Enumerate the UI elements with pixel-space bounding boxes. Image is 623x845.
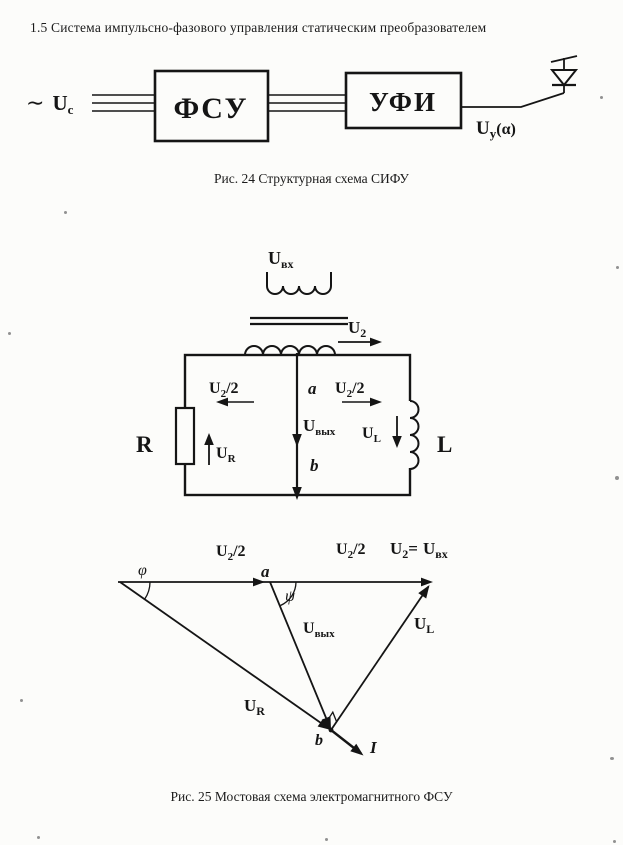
figure-24-caption: Рис. 24 Структурная схема СИФУ xyxy=(214,171,409,186)
scan-speck xyxy=(616,266,619,269)
u2-arrow xyxy=(338,337,382,347)
label-current: I xyxy=(369,738,378,757)
label-node-a: a xyxy=(261,562,270,581)
output-wire xyxy=(461,92,565,108)
figure-25-phasor-diagram: φ U2/2 a U2/2 U2=Uвх ψ Uвых UL UR b I xyxy=(118,539,448,757)
inductor-symbol xyxy=(409,400,420,470)
fsu-block-label: ФСУ xyxy=(173,92,248,125)
u2-half-right-arrow xyxy=(342,397,382,407)
scan-speck xyxy=(64,211,67,214)
label-source-voltage: ∼Uc xyxy=(26,90,74,117)
label-u-l: UL xyxy=(362,425,381,445)
scan-speck xyxy=(600,96,603,99)
u-l-arrow xyxy=(392,416,402,448)
scan-speck xyxy=(37,836,40,839)
label-u2-half-right: U2/2 xyxy=(335,380,365,400)
figure-24-block-diagram: ∼Uc ФСУ УФИ Uу(α) xyxy=(26,55,579,143)
label-u2-equals-u-in: U2=Uвх xyxy=(390,539,448,561)
input-bus-lines xyxy=(92,94,155,112)
label-u-out: Uвых xyxy=(303,620,335,640)
figure-25-caption: Рис. 25 Мостовая схема электромагнитного… xyxy=(170,789,453,804)
thyristor-icon xyxy=(549,55,579,93)
label-u2-half-right: U2/2 xyxy=(336,541,366,561)
ufi-block xyxy=(344,71,463,130)
label-u-r: UR xyxy=(216,445,237,465)
figure-25-circuit-diagram: Uвх U2 U2/2 a U2/2 xyxy=(136,248,452,500)
transformer-primary-winding xyxy=(266,272,332,295)
intermediate-bus-lines xyxy=(268,94,346,112)
center-tap-line xyxy=(292,353,302,500)
label-u2: U2 xyxy=(348,318,366,340)
label-node-b: b xyxy=(310,456,319,475)
label-node-a: a xyxy=(308,379,317,398)
label-node-b: b xyxy=(315,732,323,749)
transformer-core xyxy=(250,316,348,326)
resistor-symbol xyxy=(174,406,196,466)
label-u-l: UL xyxy=(414,614,434,636)
scan-speck xyxy=(8,332,11,335)
psi-angle-arc xyxy=(280,581,297,607)
scan-speck xyxy=(325,838,328,841)
vector-u-l xyxy=(330,585,430,731)
label-u2-half-left: U2/2 xyxy=(209,380,239,400)
scan-speck xyxy=(610,757,614,760)
label-u-r: UR xyxy=(244,696,265,718)
label-inductor: L xyxy=(437,432,452,457)
scan-speck xyxy=(615,476,619,480)
label-control-voltage: Uу(α) xyxy=(476,118,516,141)
ufi-block-label: УФИ xyxy=(369,87,437,117)
vector-u-r xyxy=(119,581,331,730)
right-angle-marker xyxy=(326,710,338,722)
label-u-out: Uвых xyxy=(303,416,336,438)
fsu-block xyxy=(153,69,270,143)
u2-half-left-arrow xyxy=(216,397,254,407)
u-r-arrow xyxy=(204,433,214,465)
u2-axis-line xyxy=(118,577,433,587)
section-heading: 1.5 Система импульсно-фазового управлени… xyxy=(30,20,487,35)
label-u2-half-left: U2/2 xyxy=(216,543,246,563)
vector-current xyxy=(330,729,364,756)
scan-speck xyxy=(613,840,616,843)
label-resistor: R xyxy=(136,432,153,457)
label-psi: ψ xyxy=(285,588,296,605)
transformer-secondary-winding xyxy=(244,345,336,356)
phi-angle-arc xyxy=(144,581,151,600)
label-u-in: Uвх xyxy=(268,248,293,271)
node-b-dot xyxy=(328,727,334,733)
label-phi: φ xyxy=(138,562,147,579)
scan-speck xyxy=(20,699,23,702)
